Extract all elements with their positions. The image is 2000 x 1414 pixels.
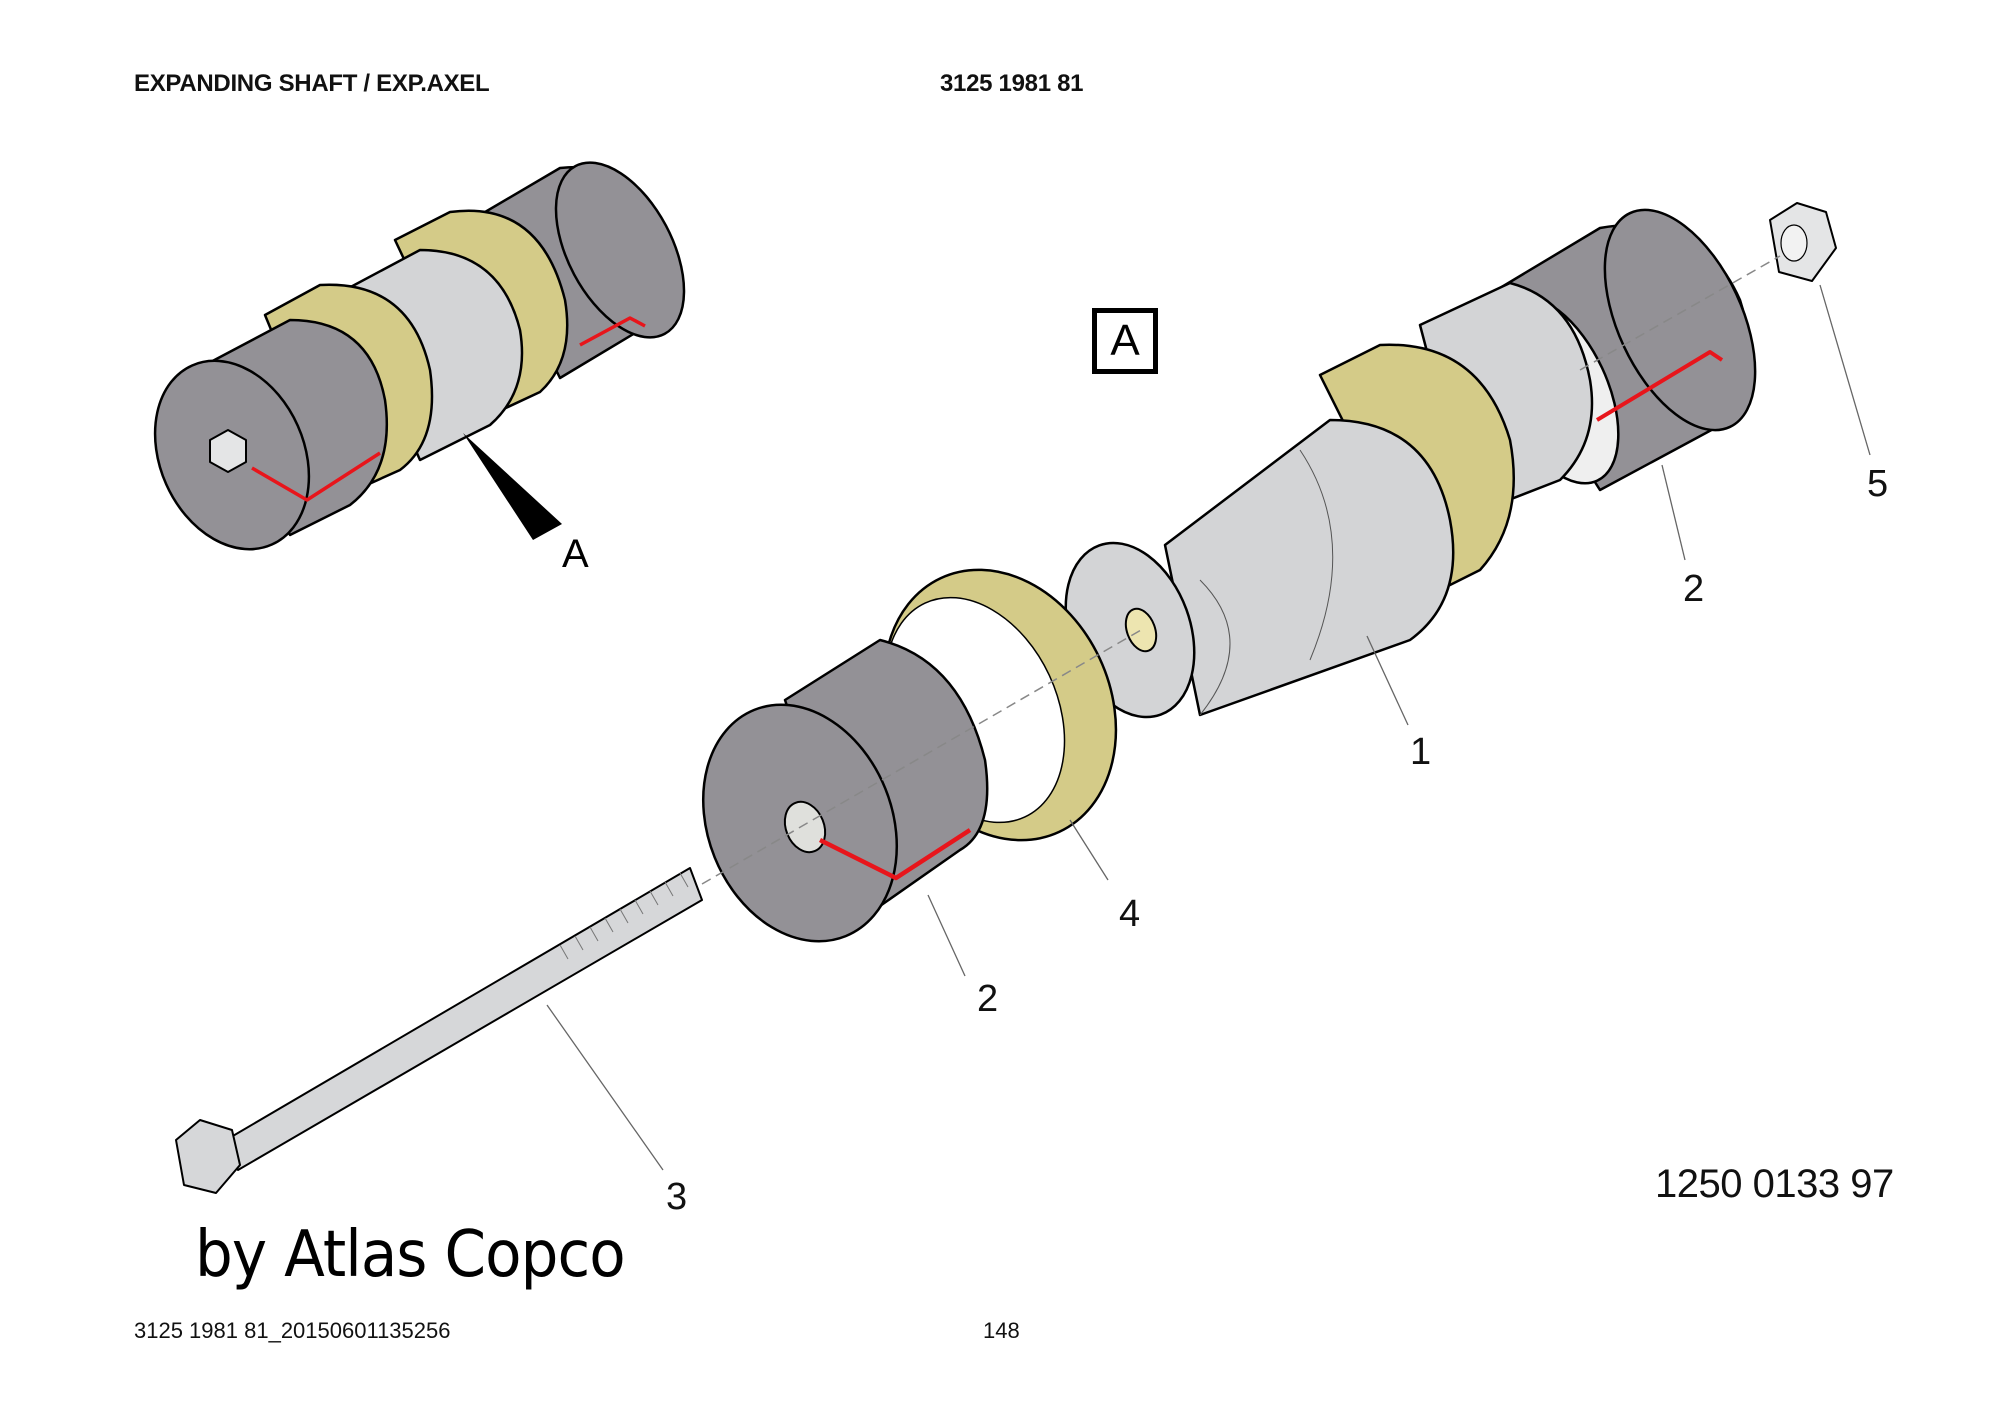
bolt-head-icon xyxy=(175,1119,241,1194)
assembled-shaft-illustration xyxy=(153,161,686,551)
part-2-lower-sleeve xyxy=(701,638,989,943)
leader-2-upper xyxy=(1661,464,1686,561)
document-title: EXPANDING SHAFT / EXP.AXEL xyxy=(134,70,490,97)
part-3-bolt xyxy=(175,867,703,1194)
assembled-slot-left xyxy=(251,451,381,502)
callout-3: 3 xyxy=(666,1176,688,1218)
view-arrow-icon xyxy=(463,433,562,540)
part-5-nut xyxy=(1769,202,1837,282)
callout-5: 5 xyxy=(1867,463,1889,505)
view-arrow-label: A xyxy=(562,532,589,576)
callout-2-lower: 2 xyxy=(977,978,999,1020)
assembled-right-flange xyxy=(554,161,686,339)
cone-bore xyxy=(1124,607,1158,653)
footer-page-number: 148 xyxy=(983,1318,1020,1343)
leader-5 xyxy=(1819,284,1871,456)
assembled-slot-right xyxy=(579,316,646,347)
leader-3 xyxy=(546,1004,664,1171)
callout-1: 1 xyxy=(1410,731,1432,773)
assembled-bolt-head-icon xyxy=(209,429,247,473)
leader-4 xyxy=(1069,819,1109,881)
callout-4: 4 xyxy=(1119,893,1141,935)
leader-2-lower xyxy=(927,894,966,977)
leader-1 xyxy=(1366,635,1409,726)
leader-lines xyxy=(546,284,1871,1171)
drawing-number: 1250 0133 97 xyxy=(1655,1162,1894,1206)
part-number: 3125 1981 81 xyxy=(940,70,1084,97)
brand-watermark: by Atlas Copco xyxy=(195,1218,626,1292)
callout-2-upper: 2 xyxy=(1683,568,1705,610)
view-marker-box: A xyxy=(1092,308,1158,374)
view-marker-label: A xyxy=(1110,316,1140,365)
footer-document-id: 3125 1981 81_20150601135256 xyxy=(134,1318,451,1343)
center-axis-line xyxy=(701,255,1781,885)
